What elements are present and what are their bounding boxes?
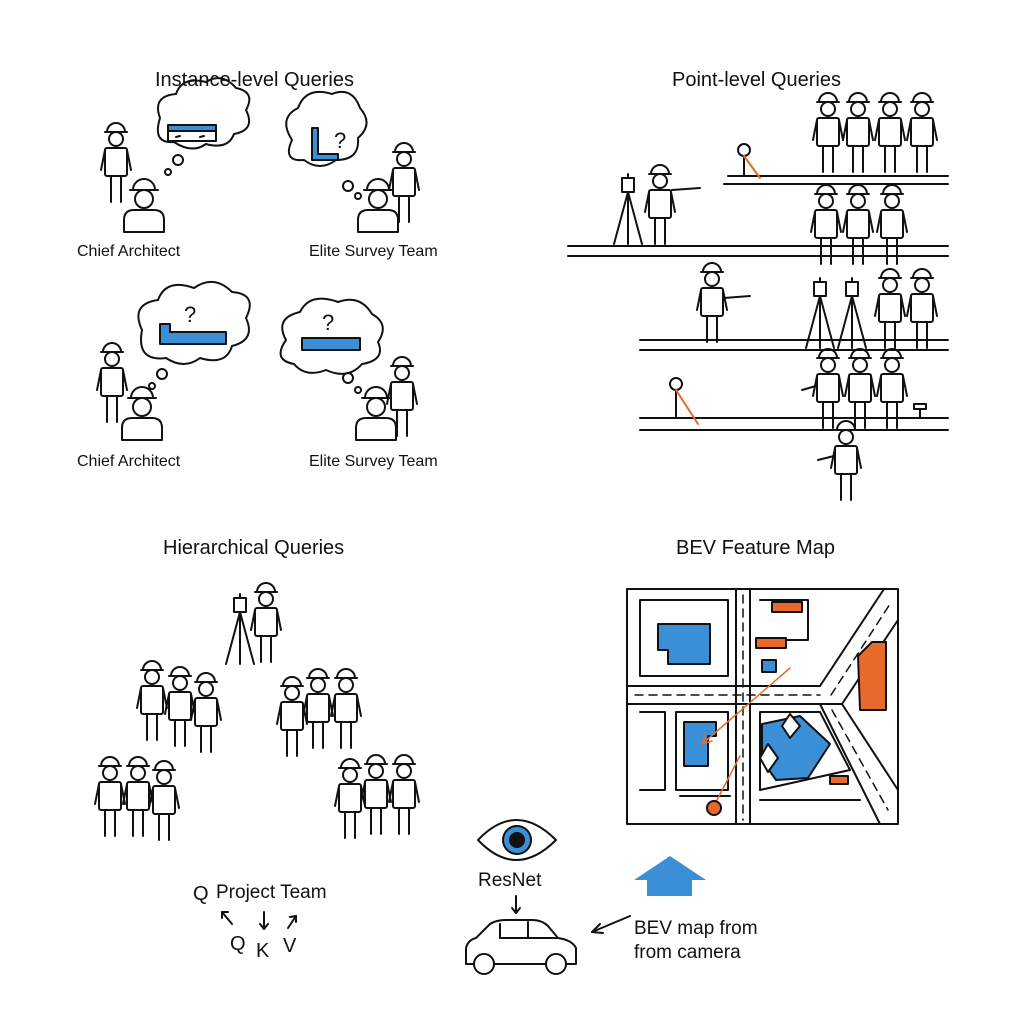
- worker-icon: [121, 386, 163, 441]
- worker-icon: [842, 92, 874, 173]
- caption-chief-architect-2: Chief Architect: [77, 453, 181, 470]
- worker-group: [94, 756, 180, 841]
- hierarchical-title: Hierarchical Queries: [163, 537, 345, 559]
- measuring-rod: [723, 295, 751, 299]
- up-arrow-icon: [634, 856, 706, 896]
- thought-bubble-icon: [279, 297, 384, 394]
- worker-icon: [830, 420, 862, 501]
- caption-chief-architect-1: Chief Architect: [77, 243, 181, 260]
- hierarchical-panel: [94, 582, 420, 930]
- worker-group: [136, 660, 222, 753]
- instance-title: Instance-level Queries: [155, 69, 354, 91]
- car-icon: [465, 919, 577, 975]
- worker-icon: [810, 184, 842, 265]
- bev-map-frame: [626, 588, 899, 825]
- worker-icon: [812, 348, 844, 429]
- tripod-icon: [805, 277, 835, 349]
- project-team-label: Project Team: [216, 882, 327, 903]
- worker-icon: [123, 178, 165, 233]
- worker-icon: [876, 184, 908, 265]
- bev-title: BEV Feature Map: [676, 537, 835, 559]
- worker-icon: [876, 348, 908, 429]
- left-arrow: [591, 915, 631, 934]
- pointing-arm: [817, 455, 835, 461]
- thought-bubble-icon: [156, 77, 251, 176]
- ground-lines: [567, 175, 949, 431]
- point-title: Point-level Queries: [672, 69, 841, 91]
- survey-marker-icon: [913, 403, 927, 419]
- worker-icon: [844, 348, 876, 429]
- thought-bubble-icon: [285, 90, 368, 200]
- tripod-icon: [613, 173, 643, 245]
- worker-icon: [812, 92, 844, 173]
- worker-icon: [842, 184, 874, 265]
- worker-icon: [906, 268, 938, 349]
- worker-icon: [906, 92, 938, 173]
- instance-panel: ? ? ?: [96, 77, 420, 441]
- bev-map: [626, 588, 899, 825]
- question-mark-2: ?: [184, 302, 196, 327]
- worker-icon: [386, 356, 418, 437]
- down-arrow: [511, 895, 521, 914]
- resnet-label: ResNet: [478, 870, 542, 891]
- tripod-icon: [837, 277, 867, 349]
- pointing-arm: [801, 385, 817, 391]
- survey-marker-icon: [737, 143, 761, 179]
- q-label: Q: [230, 933, 246, 955]
- worker-icon: [696, 262, 728, 343]
- thought-bubble-icon: [137, 281, 251, 390]
- worker-icon: [250, 582, 282, 663]
- point-panel: [567, 92, 949, 501]
- worker-icon: [100, 122, 132, 203]
- tripod-icon: [225, 593, 255, 665]
- k-label: K: [256, 940, 270, 962]
- eye-icon: [477, 819, 557, 861]
- worker-icon: [874, 92, 906, 173]
- bev-caption-line2: from camera: [634, 942, 741, 963]
- worker-icon: [96, 342, 128, 423]
- pointing-arm: [671, 187, 701, 191]
- survey-marker-icon: [669, 377, 699, 425]
- qkv-arrows: [221, 911, 297, 930]
- caption-survey-team-2: Elite Survey Team: [309, 453, 438, 470]
- worker-group: [276, 668, 362, 757]
- worker-group: [334, 754, 420, 839]
- worker-icon: [644, 164, 676, 245]
- question-mark-3: ?: [322, 310, 334, 335]
- worker-icon: [874, 268, 906, 349]
- q-top-label: Q: [193, 883, 209, 905]
- caption-survey-team-1: Elite Survey Team: [309, 243, 438, 260]
- bev-caption-line1: BEV map from: [634, 918, 758, 939]
- question-mark-1: ?: [334, 128, 346, 153]
- v-label: V: [283, 935, 297, 957]
